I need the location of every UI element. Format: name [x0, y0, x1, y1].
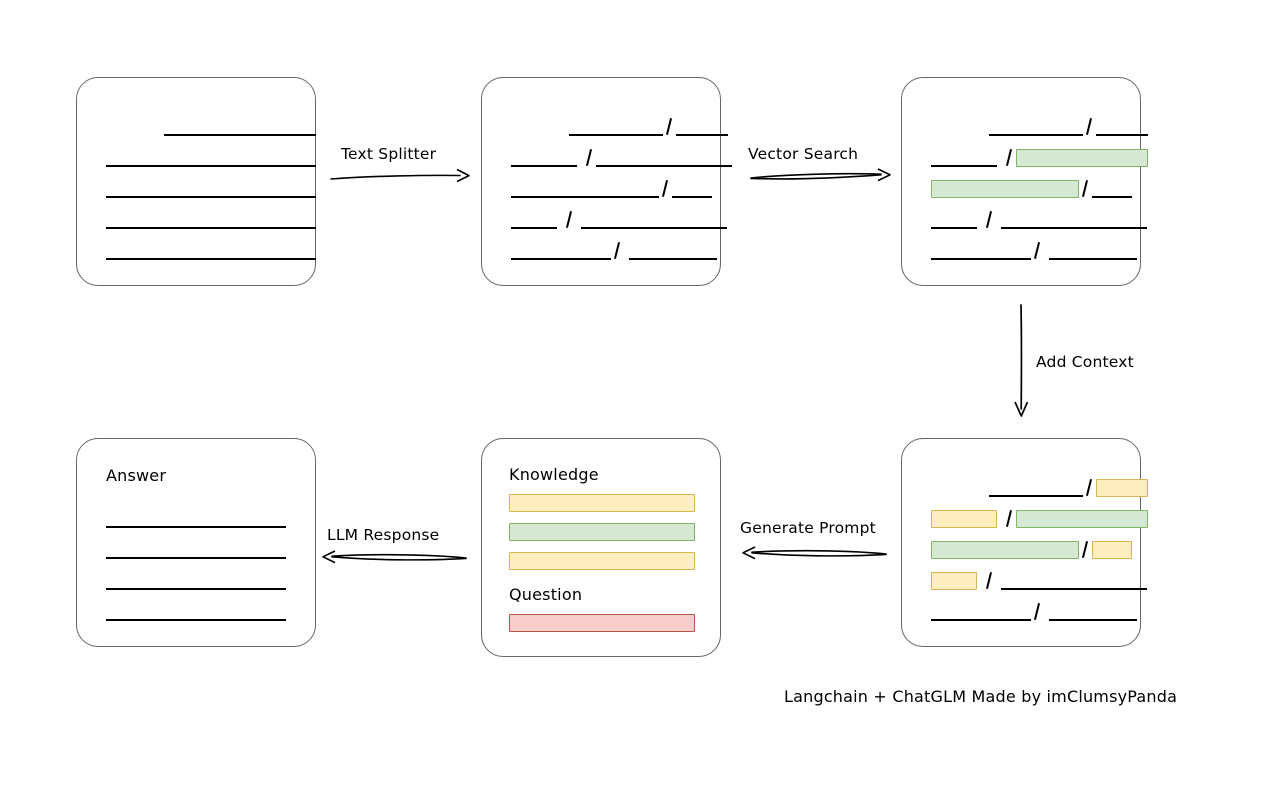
- question-label: Question: [509, 585, 583, 604]
- arrow-llm-response: [322, 550, 467, 564]
- text-line: [629, 246, 717, 260]
- text-line: [676, 122, 728, 136]
- text-line: [106, 576, 286, 590]
- slash-separator: [1079, 541, 1092, 559]
- text-line: [989, 122, 1083, 136]
- document-row: [106, 178, 316, 198]
- slash-separator: [1003, 149, 1016, 167]
- highlight-bar-green: [931, 180, 1079, 198]
- document-row: [511, 147, 732, 167]
- slash-separator: [983, 211, 996, 229]
- highlight-bar-yellow: [1092, 541, 1132, 559]
- document-row: [106, 147, 316, 167]
- text-line: [931, 607, 1031, 621]
- edge-label-llm-response: LLM Response: [327, 526, 440, 544]
- slash-separator: [1031, 242, 1044, 260]
- text-line: [989, 483, 1083, 497]
- knowledge-label: Knowledge: [509, 465, 599, 484]
- text-line: [106, 545, 286, 559]
- document-row: [106, 539, 286, 559]
- text-line: [164, 122, 316, 136]
- highlight-bar-green: [1016, 510, 1148, 528]
- text-line: [511, 246, 611, 260]
- document-row: [164, 116, 316, 136]
- document-row: [931, 147, 1148, 167]
- arrow-generate-prompt: [742, 546, 887, 560]
- slash-separator: [583, 149, 596, 167]
- text-line: [672, 184, 712, 198]
- answer-box[interactable]: [76, 438, 316, 647]
- text-line: [511, 184, 659, 198]
- knowledge-bar-green: [509, 523, 695, 541]
- slash-separator: [1083, 479, 1096, 497]
- slash-separator: [563, 211, 576, 229]
- text-line: [1096, 122, 1148, 136]
- document-row: [106, 209, 316, 229]
- document-row: [931, 508, 1148, 528]
- highlight-bar-green: [931, 541, 1079, 559]
- document-row: [989, 477, 1148, 497]
- document-row: [989, 116, 1148, 136]
- slash-separator: [663, 118, 676, 136]
- slash-separator: [1003, 510, 1016, 528]
- document-row: [931, 209, 1147, 229]
- text-line: [511, 153, 577, 167]
- document-row: [931, 601, 1137, 621]
- highlight-bar-yellow: [931, 510, 997, 528]
- text-line: [511, 215, 557, 229]
- slash-separator: [1031, 603, 1044, 621]
- document-row: [511, 178, 712, 198]
- document-row: [106, 240, 316, 260]
- edge-label-add-context: Add Context: [1036, 353, 1134, 371]
- slash-separator: [1079, 180, 1092, 198]
- text-line: [1049, 246, 1137, 260]
- document-row: [106, 601, 286, 621]
- text-line: [106, 607, 286, 621]
- knowledge-bar-yellow: [509, 552, 695, 570]
- question-bar-red: [509, 614, 695, 632]
- text-line: [106, 215, 316, 229]
- document-row: [931, 570, 1147, 590]
- text-line: [581, 215, 727, 229]
- text-line: [1001, 576, 1147, 590]
- document-row: [511, 240, 717, 260]
- text-line: [1001, 215, 1147, 229]
- text-line: [106, 246, 316, 260]
- text-line: [931, 215, 977, 229]
- document-row: [931, 240, 1137, 260]
- edge-label-text-splitter: Text Splitter: [341, 145, 437, 163]
- slash-separator: [659, 180, 672, 198]
- edge-label-generate-prompt: Generate Prompt: [740, 519, 876, 537]
- text-line: [569, 122, 663, 136]
- text-line: [1092, 184, 1132, 198]
- highlight-bar-yellow: [1096, 479, 1148, 497]
- slash-separator: [983, 572, 996, 590]
- text-line: [106, 153, 316, 167]
- text-line: [931, 246, 1031, 260]
- text-line: [106, 514, 286, 528]
- document-row: [569, 116, 728, 136]
- arrow-text-splitter: [330, 168, 470, 183]
- document-row: [511, 209, 727, 229]
- source-document-box[interactable]: [76, 77, 316, 286]
- text-line: [931, 153, 997, 167]
- knowledge-bar-yellow: [509, 494, 695, 512]
- text-line: [1049, 607, 1137, 621]
- highlight-bar-green: [1016, 149, 1148, 167]
- slash-separator: [611, 242, 624, 260]
- slash-separator: [1083, 118, 1096, 136]
- arrow-add-context: [1014, 304, 1029, 417]
- text-line: [596, 153, 732, 167]
- document-row: [931, 178, 1132, 198]
- answer-title: Answer: [106, 466, 167, 485]
- edge-label-vector-search: Vector Search: [748, 145, 859, 163]
- arrow-vector-search: [750, 168, 891, 182]
- split-chunks-box[interactable]: [481, 77, 721, 286]
- document-row: [931, 539, 1132, 559]
- highlight-bar-yellow: [931, 572, 977, 590]
- diagram-caption: Langchain + ChatGLM Made by imClumsyPand…: [784, 687, 1178, 706]
- text-line: [106, 184, 316, 198]
- document-row: [106, 570, 286, 590]
- document-row: [106, 508, 286, 528]
